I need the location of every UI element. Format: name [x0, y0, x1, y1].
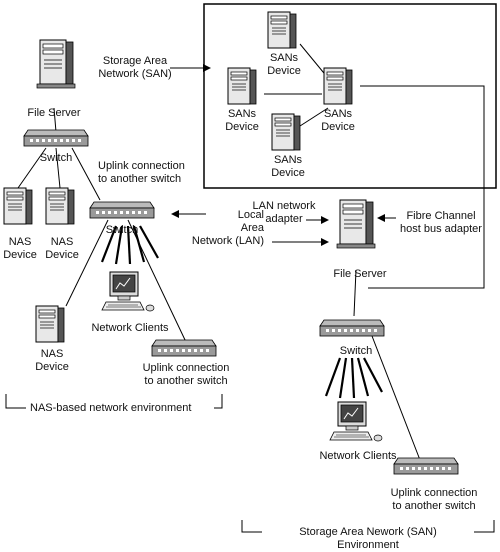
switch-top-label: Switch — [39, 152, 73, 164]
signal-rays-right — [324, 357, 383, 399]
uplink-left-switch-icon — [151, 339, 217, 357]
switch-mid-icon — [89, 201, 155, 219]
file-server-top-icon — [36, 39, 76, 89]
sans-device3-icon — [271, 113, 301, 151]
uplink-top-label: Uplink connection to another switch — [98, 160, 185, 185]
file-server-top-label: File Server — [27, 107, 81, 119]
lan-label: Local Area Network (LAN) — [191, 209, 264, 247]
link-rightswitch-uplink — [371, 335, 421, 461]
sans2-label: SANs Device — [225, 108, 259, 133]
link-fileserver-switch-right — [353, 269, 357, 317]
link-sans-hub3 — [299, 107, 329, 127]
switch-right-label: Switch — [339, 345, 373, 357]
nas1-icon — [3, 187, 33, 225]
signal-rays-left — [100, 225, 159, 265]
fibre-label: Fibre Channel host bus adapter — [400, 210, 482, 235]
link-midswitch-nas3 — [65, 219, 109, 307]
link-switch-nas2 — [55, 147, 61, 189]
switch-mid-label: Switch — [105, 224, 139, 236]
link-switch-nas1 — [17, 147, 47, 189]
nas-env-label: NAS-based network environment — [26, 402, 214, 415]
clients-left-label: Network Clients — [91, 322, 169, 334]
san-label: Storage Area Network (SAN) — [98, 55, 172, 80]
switch-top-icon — [23, 129, 89, 147]
client-left-icon — [101, 271, 155, 312]
fibre-link-loop — [360, 85, 485, 289]
nas3-icon — [35, 305, 65, 343]
link-sans-hub1 — [299, 43, 329, 79]
sans4-label: SANs Device — [271, 154, 305, 179]
nas1-label: NAS Device — [3, 236, 37, 261]
nas2-label: NAS Device — [45, 236, 79, 261]
uplink-right-label: Uplink connection to another switch — [390, 487, 478, 512]
file-server-right-icon — [336, 199, 376, 249]
nas2-icon — [45, 187, 75, 225]
uplink-left-label: Uplink connection to another switch — [142, 362, 230, 387]
sans1-label: SANs Device — [267, 52, 301, 77]
client-right-icon — [329, 401, 383, 442]
link-switch-midswitch — [71, 147, 101, 201]
clients-right-label: Network Clients — [319, 450, 397, 462]
sans-device1-icon — [267, 11, 297, 49]
link-server-switch-top — [53, 107, 57, 133]
san-enclosure-box — [203, 3, 497, 189]
file-server-right-label: File Server — [333, 268, 387, 280]
sans3-label: SANs Device — [321, 108, 355, 133]
sans-device2-icon — [227, 67, 257, 105]
lan-adapter-label: LAN network adapter — [252, 200, 316, 225]
switch-right-icon — [319, 319, 385, 337]
nas3-label: NAS Device — [35, 348, 69, 373]
sans-hub-icon — [323, 67, 353, 105]
san-env-label: Storage Area Nework (SAN) Environment — [262, 526, 474, 552]
